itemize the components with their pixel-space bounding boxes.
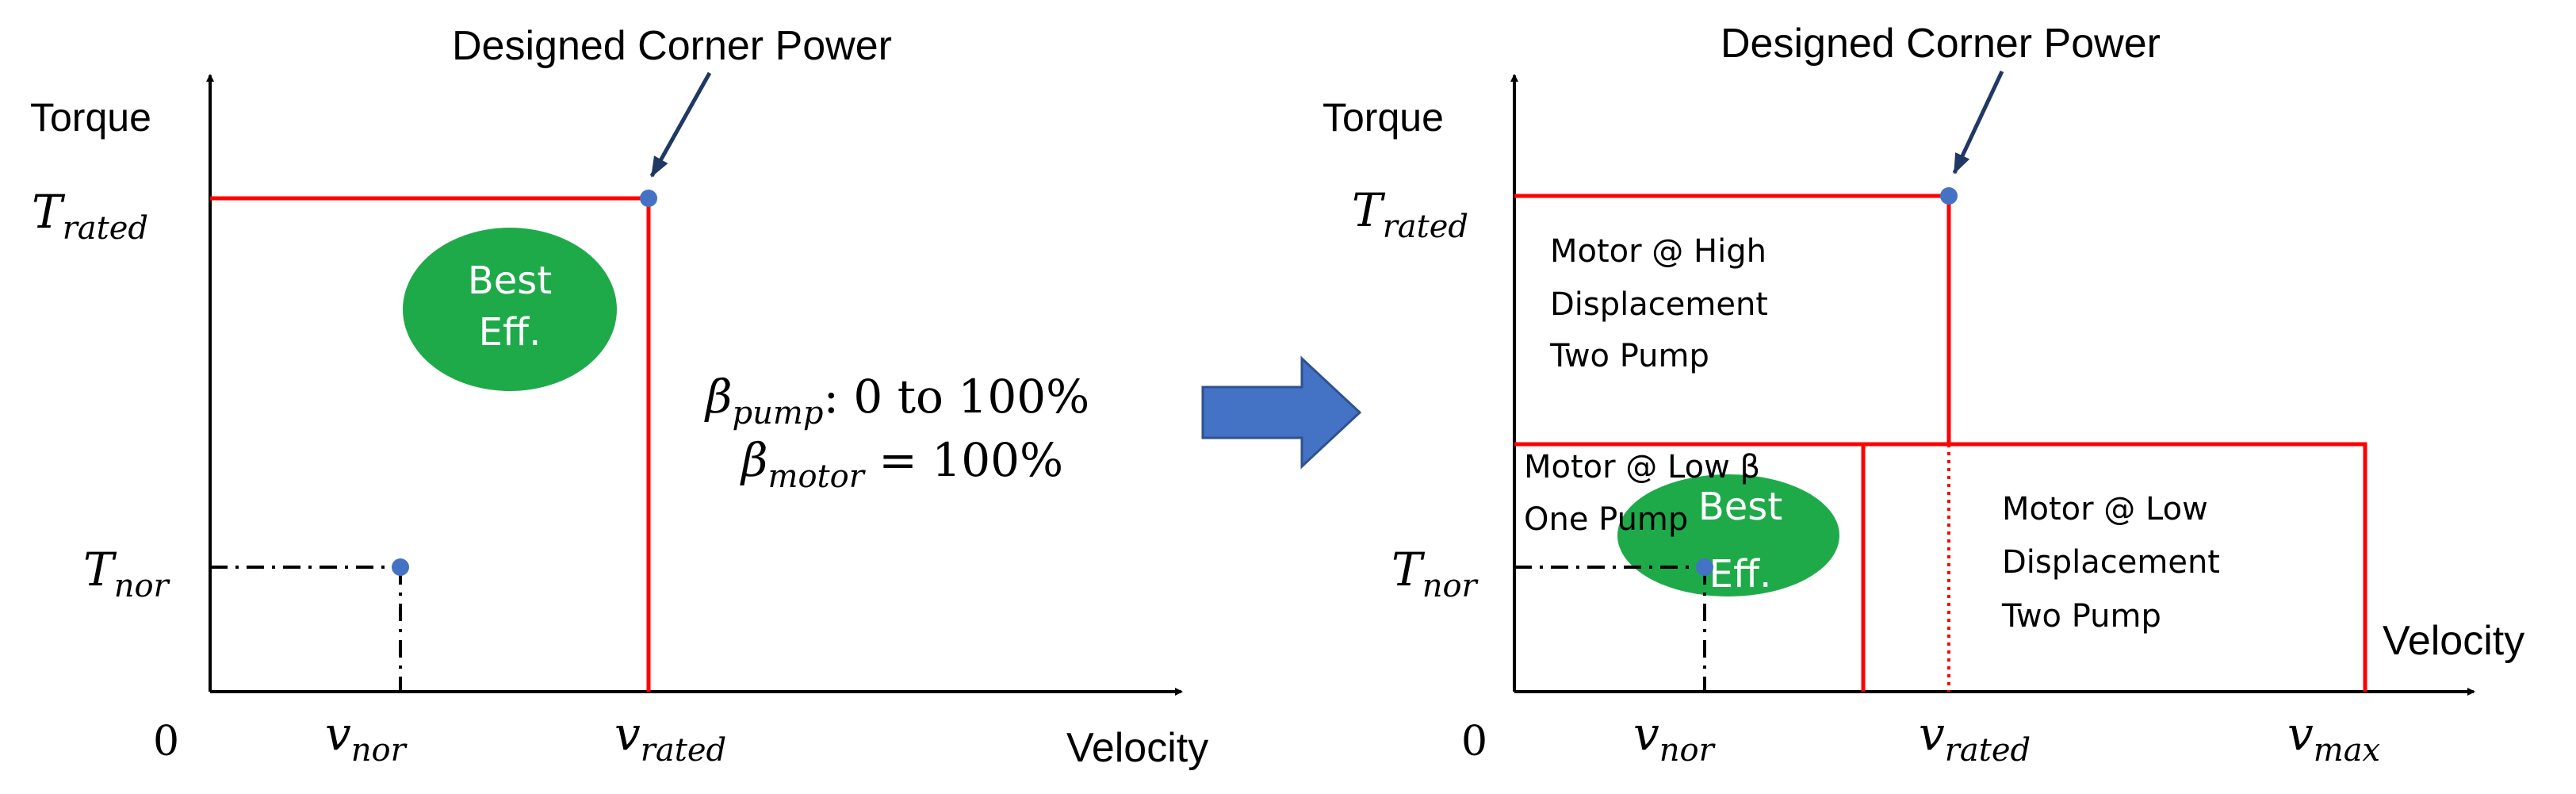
- right-y-axis-title: Torque: [1322, 95, 1444, 140]
- right-best-eff-line1: Best: [1698, 485, 1782, 529]
- left-corner-power-annotation: Designed Corner Power: [452, 23, 892, 69]
- right-best-eff-line2: Eff.: [1709, 552, 1772, 596]
- left-x-axis-title: Velocity: [1066, 725, 1208, 771]
- right-t-rated-label: Trated: [1352, 183, 1468, 245]
- left-annotation-arrow: [649, 71, 712, 178]
- left-origin-label: 0: [153, 718, 179, 765]
- right-origin-label: 0: [1461, 718, 1487, 765]
- left-best-eff-line1: Best: [468, 259, 552, 303]
- right-region-high-line2: Displacement: [1550, 286, 1768, 323]
- right-v-max-label: vmax: [2287, 707, 2380, 769]
- right-corner-power-annotation: Designed Corner Power: [1721, 21, 2161, 67]
- right-arrow-icon: [1201, 355, 1362, 470]
- left-corner-power-point: [640, 190, 657, 207]
- left-diagram: Best Eff. Designed Corner Power Torque V…: [30, 23, 1208, 771]
- right-x-axis-title: Velocity: [2383, 618, 2524, 664]
- left-y-axis-title: Torque: [30, 95, 151, 140]
- left-nominal-point: [392, 558, 409, 576]
- right-t-nor-label: Tnor: [1391, 543, 1479, 604]
- right-max-boundary: [1514, 442, 2367, 692]
- right-region-low-two-line1: Motor @ Low: [2002, 491, 2208, 527]
- left-v-nor-label: vnor: [325, 707, 408, 769]
- right-region-high-line3: Two Pump: [1549, 338, 1709, 374]
- right-v-nor-label: vnor: [1633, 707, 1717, 769]
- right-nominal-point: [1696, 558, 1713, 576]
- right-region-low-one-line1: Motor @ Low β: [1524, 449, 1760, 485]
- right-v-rated-label: vrated: [1919, 707, 2031, 769]
- left-best-eff-line2: Eff.: [479, 310, 542, 355]
- left-t-rated-label: Trated: [32, 185, 148, 247]
- left-t-nor-label: Tnor: [83, 543, 171, 604]
- right-region-high-line1: Motor @ High: [1550, 233, 1766, 270]
- right-region-low-two-line2: Displacement: [2002, 544, 2220, 581]
- left-v-rated-label: vrated: [614, 707, 726, 769]
- left-beta-motor-equation: βmotor = 100%: [740, 433, 1063, 495]
- left-beta-pump-equation: βpump: 0 to 100%: [704, 370, 1089, 432]
- left-best-eff-region: [403, 228, 617, 391]
- right-annotation-arrow: [1952, 70, 2004, 175]
- right-region-low-one-line2: One Pump: [1524, 501, 1688, 538]
- right-corner-power-point: [1940, 187, 1958, 205]
- right-diagram: Best Eff. Motor @ High Displacement Two …: [1322, 21, 2524, 769]
- right-region-low-two-line3: Two Pump: [2001, 598, 2161, 635]
